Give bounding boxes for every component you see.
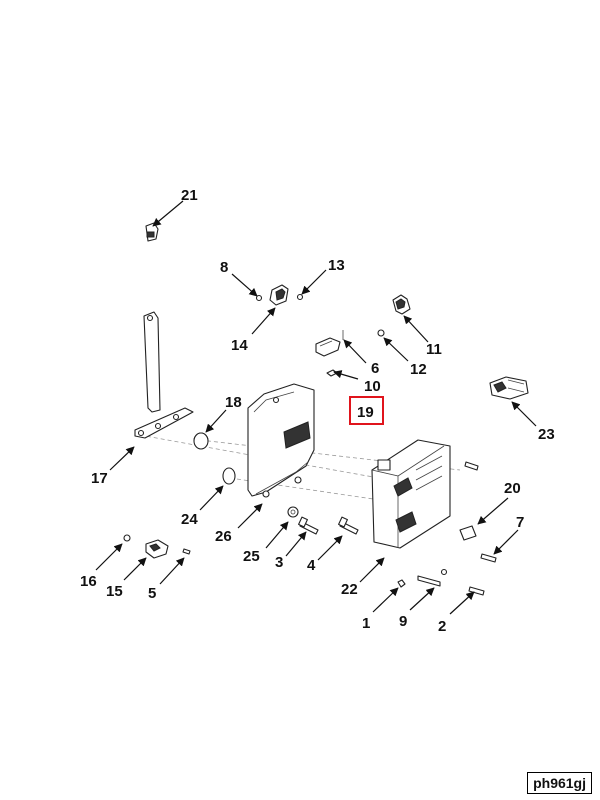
callout-22: 22	[341, 581, 358, 598]
callout-14: 14	[231, 337, 248, 354]
part-21-sensor	[145, 222, 159, 242]
callout-6: 6	[371, 360, 379, 377]
callout-12: 12	[410, 361, 427, 378]
callout-18: 18	[225, 394, 242, 411]
callout-24: 24	[181, 511, 198, 528]
part-26-ecm-bracket	[247, 383, 315, 498]
callout-19: 19	[357, 404, 374, 421]
callout-11: 11	[426, 341, 442, 358]
part-14-bracket	[255, 284, 304, 306]
part-17-bracket	[134, 311, 194, 439]
part-22-ecm	[371, 439, 451, 549]
part-18-spacer	[193, 432, 209, 450]
part-20-label	[459, 525, 477, 541]
part-25-grommet	[287, 506, 299, 518]
callout-13: 13	[328, 257, 345, 274]
document-code-label: ph961gj	[527, 772, 592, 794]
part-3-bolt	[298, 516, 319, 535]
part-23-sensor	[489, 376, 529, 400]
callout-15: 15	[106, 583, 123, 600]
callout-4: 4	[307, 557, 316, 574]
callout-21: 21	[181, 187, 198, 204]
part-15-sensor	[123, 534, 191, 559]
part-9-strap	[397, 568, 485, 596]
part-6-clip	[315, 330, 344, 377]
callout-3: 3	[275, 554, 283, 571]
callout-labels: 21 8 13 14 11 6 12 10 19 23 18 17 20 24 …	[80, 187, 555, 635]
callout-1: 1	[362, 615, 370, 632]
callout-9: 9	[399, 613, 407, 630]
leader-lines	[95, 200, 537, 615]
callout-20: 20	[504, 480, 521, 497]
callout-5: 5	[148, 585, 156, 602]
part-24-spacer	[222, 467, 236, 485]
part-7-bolt	[464, 461, 497, 563]
callout-7: 7	[516, 514, 524, 531]
callout-17: 17	[91, 470, 108, 487]
callout-16: 16	[80, 573, 97, 590]
callout-10: 10	[364, 378, 381, 395]
callout-25: 25	[243, 548, 260, 565]
callout-26: 26	[215, 528, 232, 545]
highlight-box-19	[349, 396, 384, 425]
part-11-sensor	[377, 294, 411, 337]
callout-8: 8	[220, 259, 228, 276]
part-4-bolt	[338, 516, 359, 535]
callout-2: 2	[438, 618, 446, 635]
callout-23: 23	[538, 426, 555, 443]
